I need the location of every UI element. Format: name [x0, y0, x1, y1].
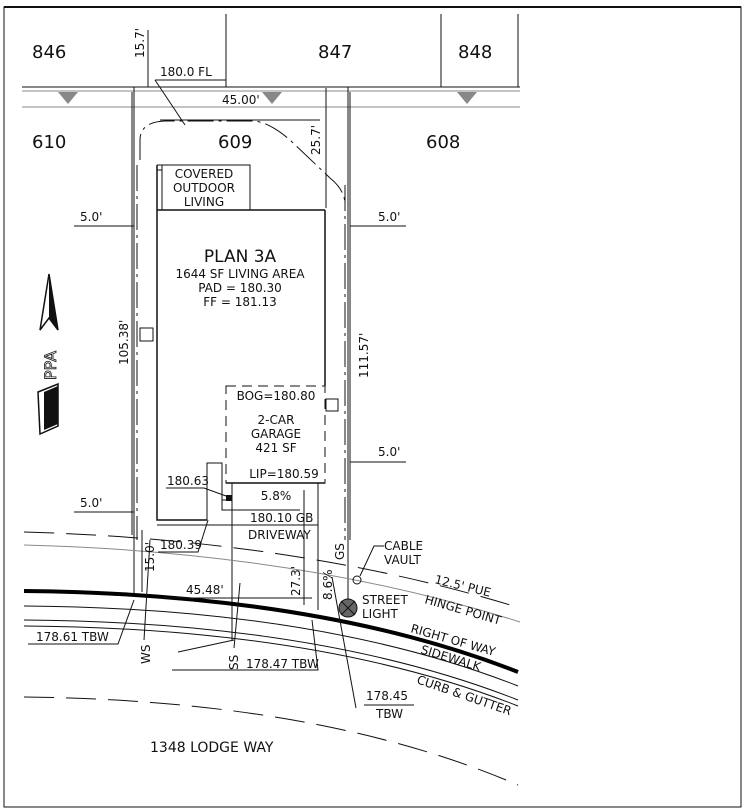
curb-line-1 [23, 619, 519, 701]
elev-tbw-right-label: TBW [375, 707, 403, 721]
lot-boundaries [133, 87, 349, 600]
dim-driveway-slope-right: 8.6% [321, 570, 335, 601]
lot-number-609: 609 [218, 132, 252, 153]
dimension-lines [28, 30, 414, 706]
dim-right-garage-setback: 5.0' [378, 445, 400, 459]
dim-left-side-setback: 5.0' [80, 210, 102, 224]
lot-number-847: 847 [318, 42, 352, 63]
dim-driveway-depth: 27.3' [289, 566, 303, 596]
rear-lot-lines [22, 14, 520, 108]
drawing-frame [3, 6, 742, 808]
lot-number-848: 848 [458, 42, 492, 63]
meter-box-left [139, 327, 154, 342]
dim-right-side-setback: 5.0' [378, 210, 400, 224]
street-centerline [23, 696, 519, 786]
meter-box-right [325, 398, 339, 412]
patio-label-1: COVERED [175, 167, 234, 181]
plan-pad: PAD = 180.30 [198, 281, 282, 295]
cable-vault-label-2: VAULT [384, 553, 421, 567]
label-hinge-point: HINGE POINT [423, 592, 503, 627]
garage-label-3: 421 SF [255, 441, 296, 455]
dim-left-front-setback: 5.0' [80, 496, 102, 510]
dim-driveway-slope: 5.8% [261, 489, 292, 503]
side-swale-lines [136, 120, 346, 540]
street-light-marker [338, 598, 358, 618]
lot-number-846: 846 [32, 42, 66, 63]
dim-left-depth: 105.38' [117, 320, 131, 365]
plan-title: PLAN 3A [204, 247, 277, 267]
elev-gb: 180.10 GB [250, 511, 313, 525]
street-light-label-2: LIGHT [362, 607, 399, 621]
elev-tbw-mid: 178.47 TBW [246, 657, 319, 671]
driveway-lines [157, 483, 319, 640]
elev-driveway-label: DRIVEWAY [248, 528, 311, 542]
garage-bog: BOG=180.80 [237, 389, 316, 403]
street-light-label-1: STREET [362, 593, 408, 607]
dim-right-rear-depth: 25.7' [309, 125, 323, 155]
house-footprint [156, 164, 326, 521]
patio-label-3: LIVING [184, 195, 224, 209]
elev-step: 180.63 [167, 474, 209, 488]
cable-vault-marker [352, 575, 362, 585]
garage-label-2: GARAGE [251, 427, 301, 441]
garage-lip: LIP=180.59 [249, 467, 319, 481]
elev-tbw-right-value: 178.45 [366, 689, 408, 703]
elev-tbw-left: 178.61 TBW [36, 630, 109, 644]
dim-right-depth: 111.57' [357, 333, 371, 378]
right-of-way-line [23, 589, 519, 674]
dim-fl-elev: 180.0 FL [160, 65, 212, 79]
elev-corner: 180.39 [160, 538, 202, 552]
lot-number-610: 610 [32, 132, 66, 153]
label-pue: 12.5' PUE [433, 572, 492, 599]
cable-vault-label-1: CABLE [384, 539, 423, 553]
swale-markers [58, 92, 477, 104]
hinge-line [23, 544, 521, 623]
dim-front-width: 45.48' [186, 583, 224, 597]
label-curb-gutter: CURB & GUTTER [415, 673, 513, 719]
utility-ws: WS [139, 645, 153, 664]
sidewalk-line [23, 605, 519, 687]
curb-line-2 [23, 625, 519, 707]
utility-ss: SS [227, 655, 241, 670]
dim-rear-setback: 15.7' [133, 28, 147, 58]
north-arrow-icon [37, 273, 59, 436]
patio-label-2: OUTDOOR [173, 181, 235, 195]
dim-front-setback: 15.0' [143, 542, 157, 572]
plan-living-area: 1644 SF LIVING AREA [175, 267, 305, 281]
dim-rear-width: 45.00' [222, 93, 260, 107]
plan-ff: FF = 181.13 [203, 295, 276, 309]
utility-lines [143, 539, 357, 709]
north-arrow-logo: PPA [41, 351, 60, 380]
pue-line [23, 531, 521, 609]
garage-label-1: 2-CAR [258, 413, 295, 427]
street-name: 1348 LODGE WAY [150, 740, 274, 756]
utility-gs: GS [333, 543, 347, 560]
lot-number-608: 608 [426, 132, 460, 153]
